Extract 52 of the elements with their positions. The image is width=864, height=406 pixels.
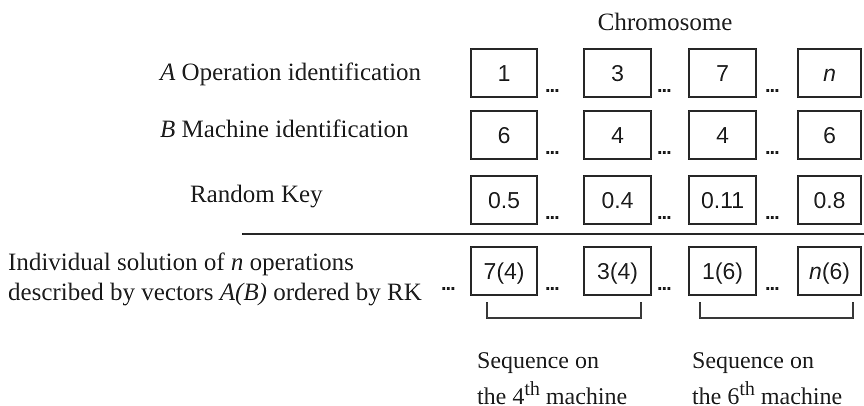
ellipsis: ... xyxy=(657,140,671,156)
gene-box xyxy=(470,48,538,98)
ellipsis: ... xyxy=(657,78,671,94)
gene-value: 0.8 xyxy=(814,186,846,214)
row-label: A Operation identification xyxy=(160,58,422,88)
gene-value: 6 xyxy=(498,122,510,148)
gene-box xyxy=(688,110,757,160)
ellipsis: ... xyxy=(765,276,779,292)
gene-value: 1(6) xyxy=(702,258,743,284)
gene-value: 7 xyxy=(716,60,729,86)
gene-box xyxy=(583,48,652,98)
row-label: Random Key xyxy=(190,180,324,210)
ellipsis: ... xyxy=(545,140,559,156)
gene-box xyxy=(470,175,538,225)
row-label: B Machine identification xyxy=(160,115,410,145)
gene-value: 0.4 xyxy=(602,186,634,214)
title: Chromosome xyxy=(596,8,734,38)
gene-box xyxy=(583,175,652,225)
gene-value: 0.11 xyxy=(700,186,744,214)
gene-box xyxy=(797,48,862,98)
gene-value: n(6) xyxy=(809,258,850,284)
gene-box xyxy=(797,175,862,225)
ellipsis: ... xyxy=(765,78,779,94)
ellipsis: ... xyxy=(765,205,779,221)
gene-value: 1 xyxy=(498,60,510,86)
ellipsis: ... xyxy=(545,276,559,292)
gene-value: 3(4) xyxy=(597,258,638,284)
gene-box xyxy=(797,110,862,160)
solution-gene-box xyxy=(583,246,652,296)
bracket-caption: Sequence on the 4$^{th}$ machine xyxy=(477,347,628,406)
solution-gene-box xyxy=(470,246,538,296)
ellipsis: ... xyxy=(545,205,559,221)
gene-value: 4 xyxy=(611,122,624,148)
gene-value: n xyxy=(823,60,836,86)
gene-value: 0.5 xyxy=(488,186,520,214)
gene-value: 7(4) xyxy=(484,258,524,284)
ellipsis: ... xyxy=(441,276,455,292)
ellipsis: ... xyxy=(657,205,671,221)
gene-box xyxy=(688,175,757,225)
solution-gene-box xyxy=(797,246,862,296)
row-label: Individual solution of n operations described by vectors A(B) ordered by RK xyxy=(8,248,423,308)
ellipsis: ... xyxy=(657,276,671,292)
ellipsis: ... xyxy=(545,78,559,94)
gene-box xyxy=(470,110,538,160)
bracket-caption: Sequence on the 6$^{th}$ machine xyxy=(692,347,844,406)
gene-value: 6 xyxy=(823,122,836,148)
gene-value: 4 xyxy=(716,122,729,148)
solution-gene-box xyxy=(688,246,757,296)
ellipsis: ... xyxy=(765,140,779,156)
gene-box xyxy=(688,48,757,98)
gene-value: 3 xyxy=(611,60,624,86)
gene-box xyxy=(583,110,652,160)
